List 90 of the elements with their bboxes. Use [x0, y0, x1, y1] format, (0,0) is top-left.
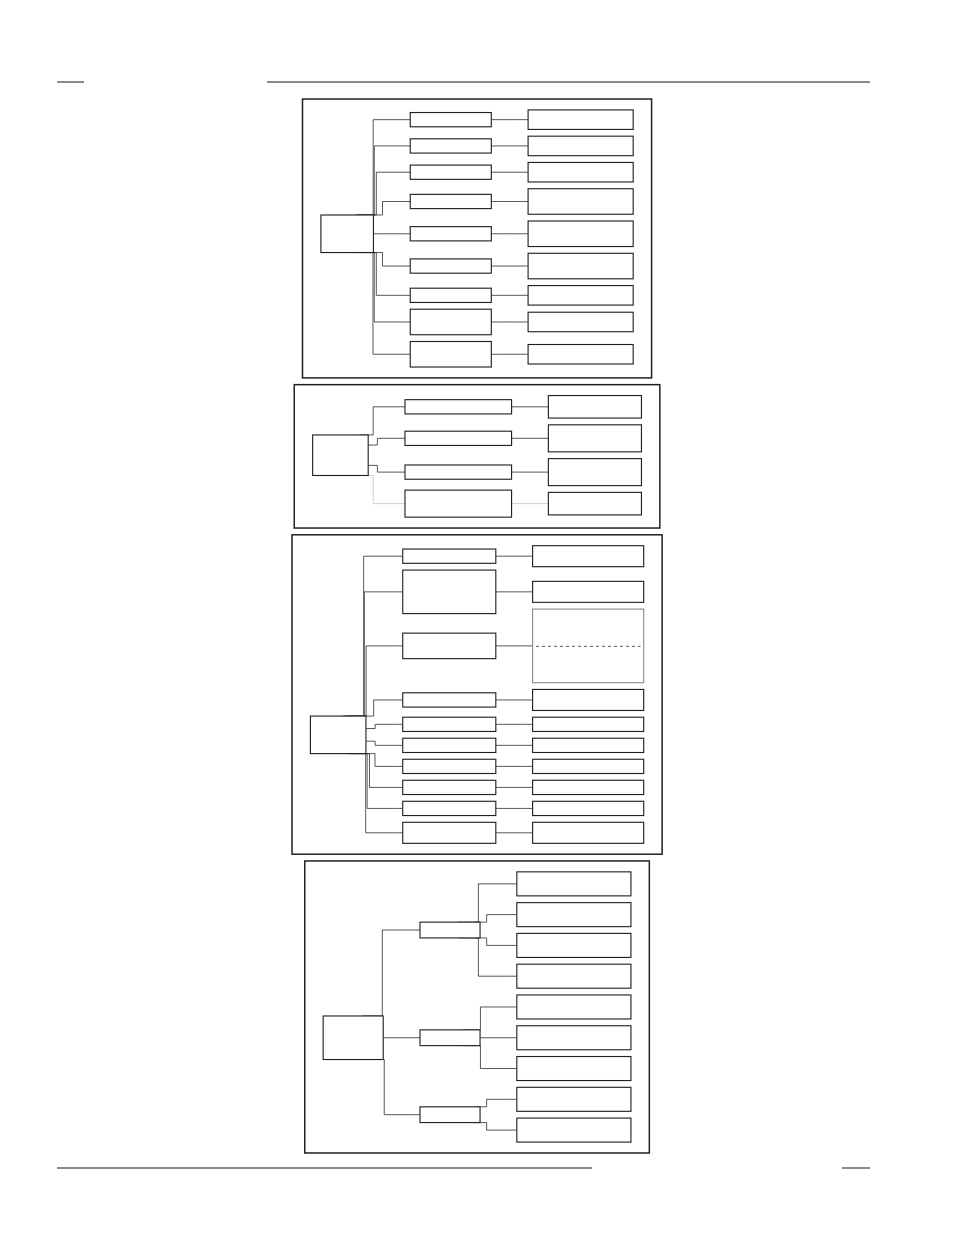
connector	[490, 201, 529, 202]
node-box	[404, 430, 513, 447]
node-box	[527, 343, 634, 365]
connector	[495, 555, 533, 557]
node-box	[527, 188, 634, 215]
connector	[495, 766, 533, 767]
node-box	[419, 1106, 481, 1124]
connector	[372, 201, 411, 216]
node-box	[516, 994, 632, 1020]
node-box	[532, 716, 645, 733]
node-box	[532, 800, 645, 817]
node-box	[532, 821, 645, 844]
node-box	[532, 737, 645, 754]
node-box	[320, 214, 374, 254]
node-box	[516, 1086, 632, 1112]
node-box	[419, 921, 481, 939]
node-box	[402, 821, 497, 844]
node-box	[322, 1015, 384, 1061]
connector	[490, 294, 529, 296]
node-box	[419, 1029, 481, 1047]
cluster	[293, 383, 661, 529]
connector	[490, 171, 529, 173]
cluster	[291, 534, 663, 855]
connector	[495, 723, 533, 725]
connector	[365, 740, 404, 746]
node-box	[516, 1055, 632, 1082]
node-box	[402, 548, 497, 564]
node-box	[312, 434, 369, 477]
node-box	[516, 871, 632, 897]
node-box	[516, 932, 632, 958]
connector	[511, 406, 549, 408]
node-box	[516, 902, 632, 928]
node-box	[527, 220, 634, 248]
connector	[495, 745, 533, 746]
connector	[511, 437, 549, 439]
node-box	[409, 138, 492, 154]
connector	[490, 145, 529, 147]
node-box	[404, 399, 513, 415]
node-box	[404, 489, 513, 518]
cluster	[303, 860, 651, 1154]
node-box	[309, 715, 367, 755]
node-box	[409, 340, 492, 368]
connector	[373, 233, 411, 235]
node-box	[547, 424, 642, 453]
node-box	[402, 692, 497, 708]
node-box	[409, 287, 492, 303]
connector	[365, 723, 404, 729]
node-box	[527, 285, 634, 306]
node-box	[402, 758, 497, 775]
node-box	[516, 1117, 632, 1143]
node-box	[409, 164, 492, 180]
node-box	[409, 111, 492, 128]
node-box	[402, 632, 497, 660]
node-box	[532, 758, 645, 775]
node-box	[527, 311, 634, 333]
connector	[490, 265, 529, 267]
node-box	[402, 716, 497, 733]
connector	[495, 591, 533, 593]
node-box	[402, 737, 497, 754]
node-box	[404, 464, 513, 480]
node-box	[516, 963, 632, 989]
connector	[495, 832, 533, 834]
connector	[511, 471, 549, 473]
node-box	[409, 258, 492, 274]
node-box	[409, 226, 492, 242]
node-box	[527, 161, 634, 183]
node-box	[532, 545, 645, 568]
node-box	[527, 135, 634, 157]
connector	[490, 233, 529, 235]
node-box	[402, 779, 497, 796]
node-box	[527, 109, 634, 130]
node-box	[527, 252, 634, 280]
cluster	[301, 98, 653, 379]
node-box	[402, 569, 497, 615]
node-box	[402, 800, 497, 817]
node-box	[532, 688, 645, 711]
node-box	[409, 308, 492, 336]
node-box	[516, 1025, 632, 1051]
node-box	[547, 491, 642, 516]
connector	[511, 503, 549, 504]
node-box	[409, 193, 492, 210]
connector	[490, 119, 529, 121]
connector	[495, 808, 533, 809]
connector	[495, 699, 533, 701]
node-box	[547, 394, 642, 419]
node-box	[547, 458, 642, 487]
node-box	[532, 779, 645, 796]
connector	[495, 645, 533, 647]
node-box	[532, 580, 645, 603]
connector	[495, 787, 533, 788]
